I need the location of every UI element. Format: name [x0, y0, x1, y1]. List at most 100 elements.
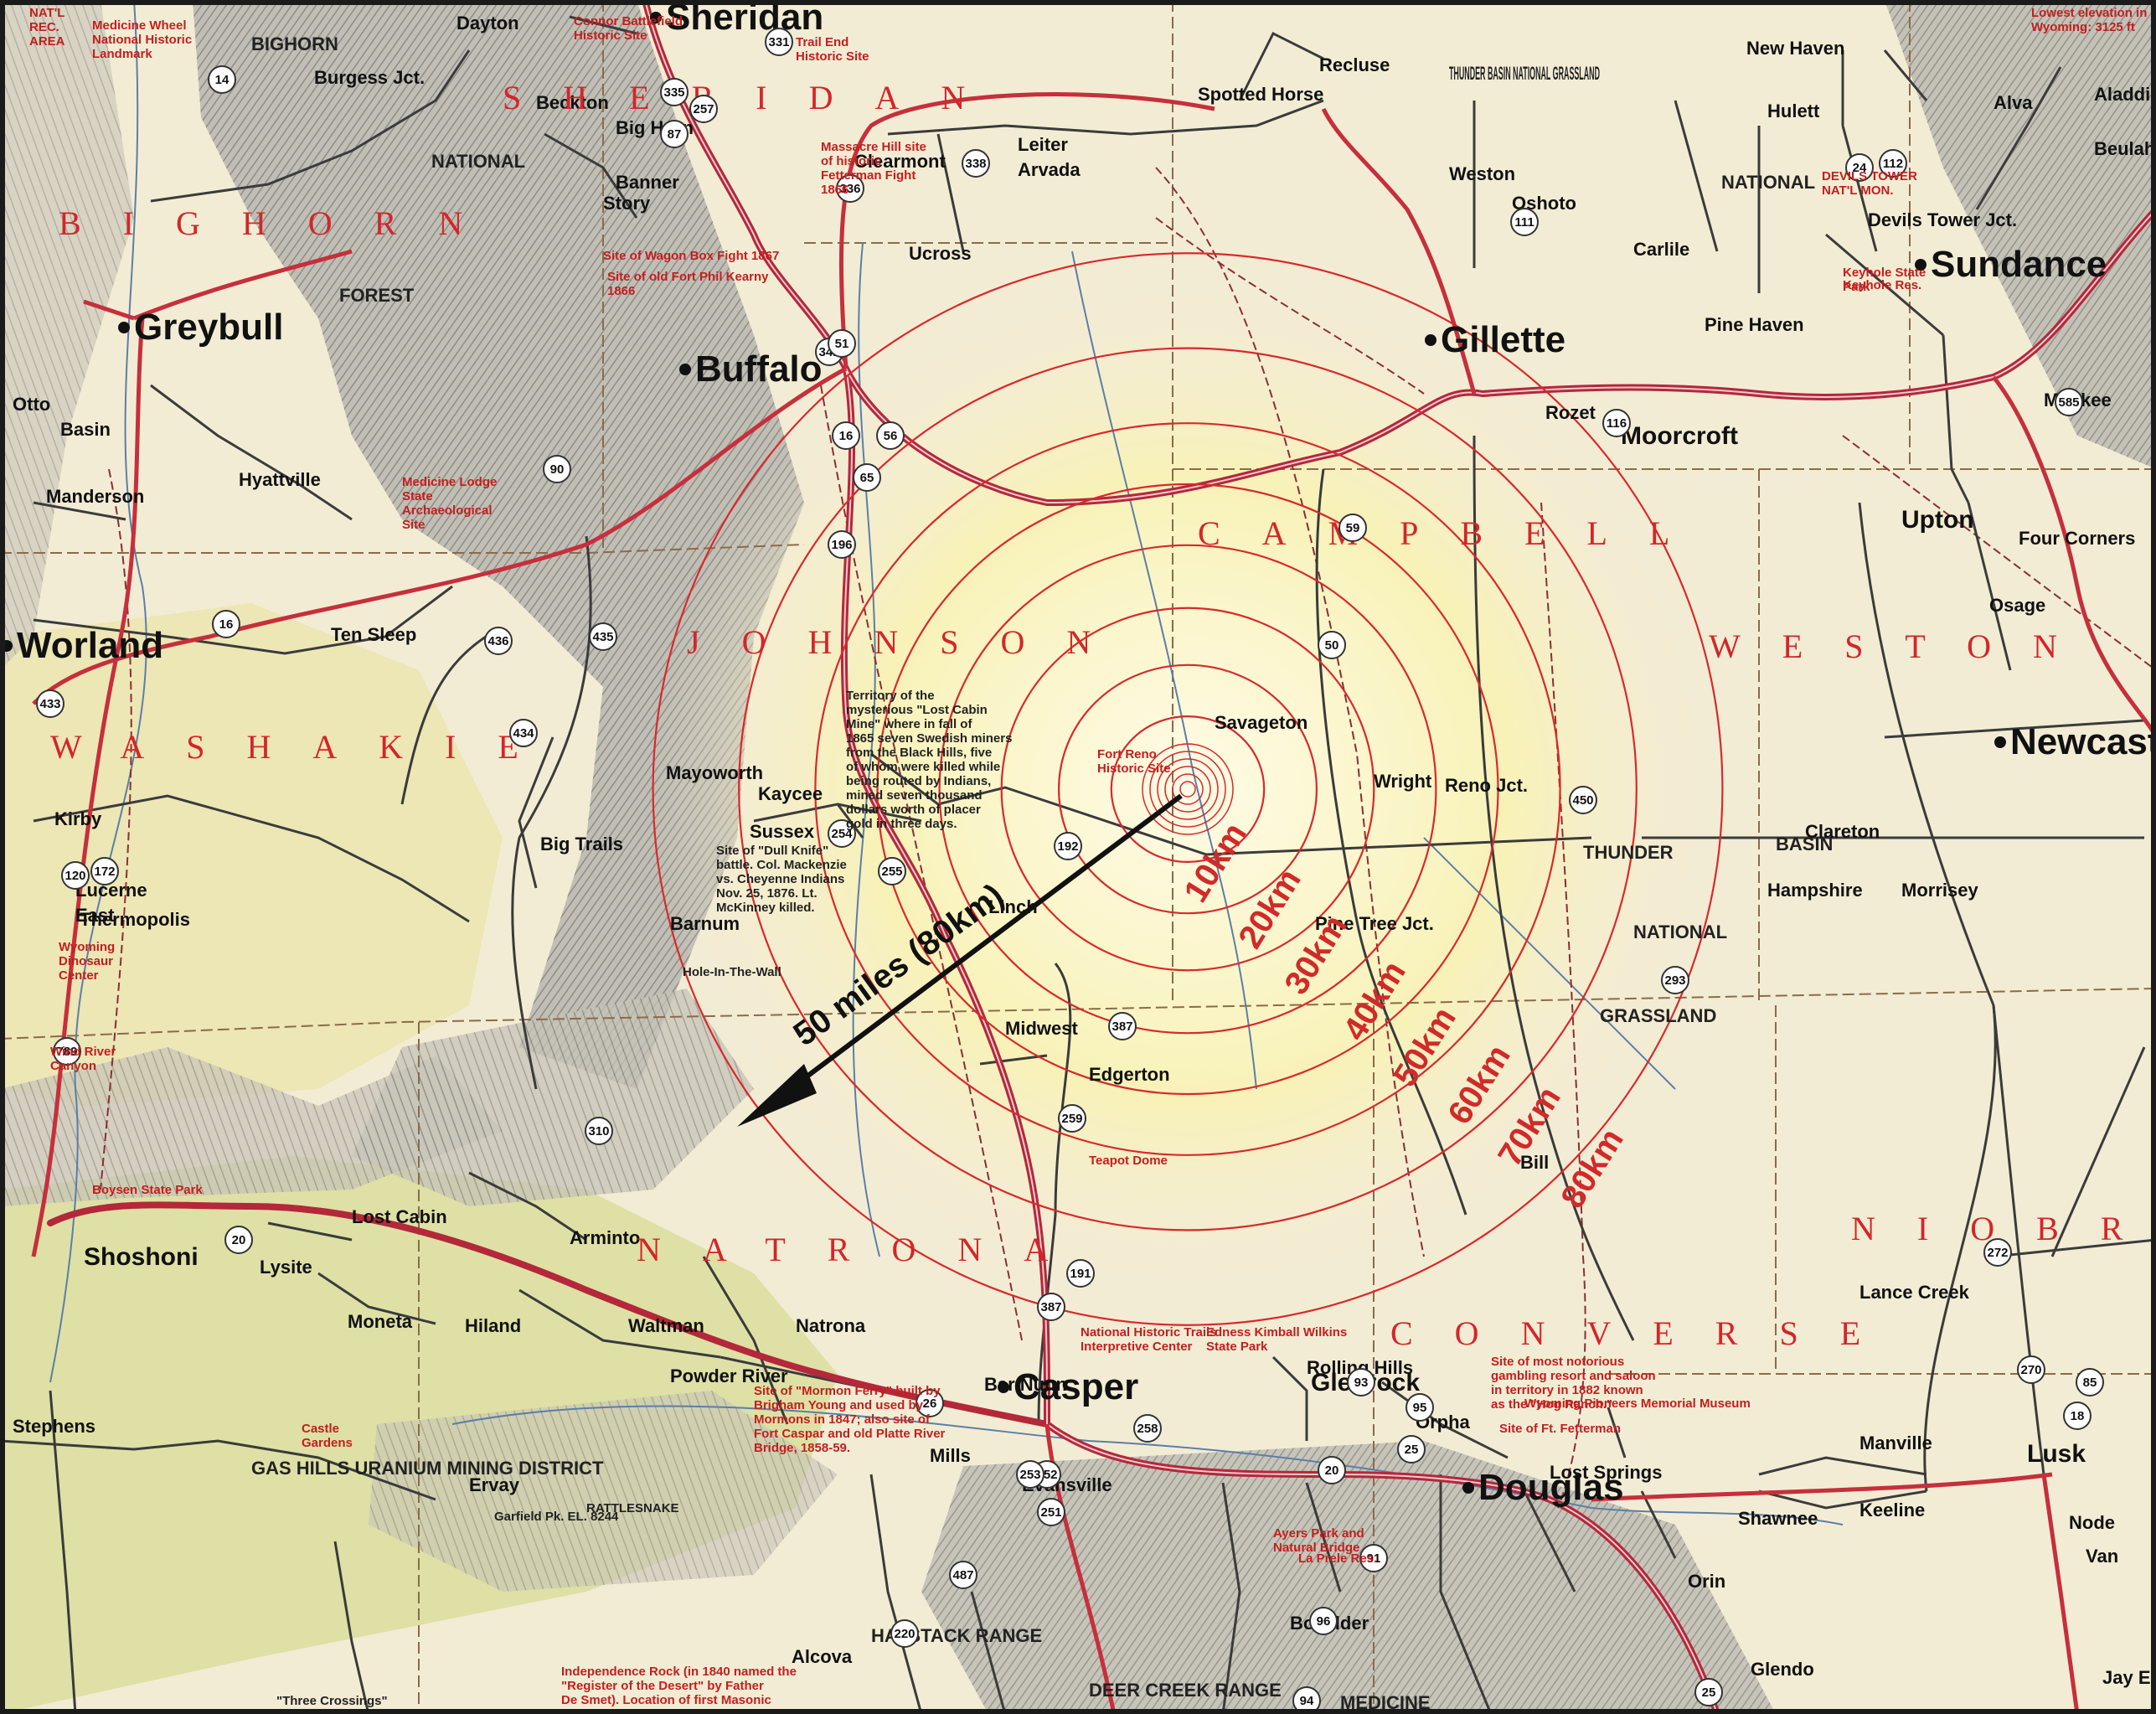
route-shield: 259: [1058, 1104, 1086, 1133]
city-label: Casper: [1014, 1366, 1138, 1407]
route-number: 94: [1300, 1694, 1314, 1708]
annotation-wagon-box: Site of Wagon Box Fight 1867: [603, 249, 779, 263]
town-label: Moneta: [348, 1311, 413, 1332]
town-label: Recluse: [1319, 54, 1390, 75]
town-label: Kirby: [54, 808, 102, 829]
route-number: 18: [2071, 1409, 2085, 1423]
route-shield: 91: [1359, 1544, 1388, 1572]
inner-ring: [1172, 773, 1204, 805]
route-number: 93: [1354, 1376, 1369, 1390]
route-shield: 487: [949, 1561, 977, 1589]
route-shield: 310: [585, 1117, 613, 1145]
route-shield: 90: [543, 455, 571, 483]
route-number: 87: [668, 127, 682, 142]
route-number: 293: [1664, 973, 1685, 988]
town-label: Barnum: [670, 913, 740, 934]
route-shield: 96: [1309, 1607, 1338, 1635]
route-number: 253: [1019, 1468, 1040, 1482]
county-label: NATRONA: [637, 1231, 1090, 1268]
annotation-hole-in-wall: Hole-In-The-Wall: [683, 965, 781, 979]
route-number: 435: [592, 630, 613, 644]
city-dot: [679, 364, 691, 375]
county-label: SHERIDAN: [503, 79, 1007, 116]
town-label: Sussex: [750, 821, 815, 842]
town-label: Keeline: [1859, 1500, 1925, 1520]
route-shield: 335: [660, 78, 689, 106]
town-label: Mills: [930, 1445, 971, 1466]
route-number: 259: [1061, 1112, 1082, 1126]
route-shield: 93: [1347, 1368, 1375, 1396]
radius-ring-3: [1000, 607, 1375, 972]
route-shield: 251: [1037, 1498, 1065, 1526]
town-label: Reno Jct.: [1445, 775, 1528, 796]
annotation-garfield: Garfield Pk. EL. 8244: [494, 1510, 619, 1524]
town-label: Lost Cabin: [352, 1206, 447, 1227]
city-label: Newcastle: [2010, 721, 2156, 762]
inner-ring: [1164, 766, 1211, 813]
town-label: Mayoworth: [666, 762, 763, 783]
route-number: 270: [2020, 1363, 2041, 1377]
town-label: Story: [603, 193, 651, 214]
route-shield: 85: [2076, 1368, 2104, 1396]
route-number: 196: [831, 538, 852, 552]
route-number: 59: [1346, 521, 1360, 535]
route-shield: 254: [828, 819, 856, 848]
radius-ring-8: [652, 252, 1724, 1326]
route-number: 255: [881, 865, 902, 879]
route-number: 335: [663, 85, 684, 100]
town-label: Kaycee: [758, 783, 823, 804]
county-label: WESTON: [1709, 627, 2099, 665]
inner-ring: [1149, 751, 1226, 828]
route-shield: 434: [509, 719, 538, 747]
route-number: 192: [1057, 839, 1078, 854]
region-label: THUNDER: [1583, 842, 1674, 863]
route-number: 90: [550, 462, 565, 477]
town-label: Wright: [1374, 771, 1432, 792]
town-label: Basin: [60, 419, 111, 440]
route-number: 120: [64, 869, 85, 883]
town-label: Otto: [13, 394, 50, 415]
town-label: Jay Em: [2102, 1667, 2156, 1688]
town-label: Beckton: [536, 92, 609, 113]
major-highways-center: [644, 0, 2156, 1714]
route-number: 14: [215, 73, 230, 87]
route-shield: 120: [61, 861, 90, 890]
town-label: Lance Creek: [1859, 1282, 1970, 1303]
route-shield: 51: [828, 329, 856, 358]
route-number: 25: [1702, 1686, 1716, 1700]
route-number: 65: [860, 471, 874, 485]
route-shield: 270: [2017, 1355, 2045, 1384]
route-shield: 65: [853, 463, 881, 492]
town-label: Hulett: [1767, 101, 1820, 121]
route-shield: 87: [660, 120, 689, 148]
route-shield: 24: [1845, 153, 1874, 182]
town-label: Alva: [1994, 92, 2033, 113]
county-label: BIGHORN: [59, 204, 504, 242]
secondary-roads: [0, 15, 2156, 1714]
center-highlight: [653, 268, 1725, 1307]
route-number: 95: [1413, 1401, 1427, 1415]
city-label: Sheridan: [666, 0, 823, 38]
route-shield: 59: [1338, 514, 1367, 542]
route-shield: 387: [1108, 1012, 1137, 1040]
town-label: Leiter: [1018, 134, 1068, 155]
town-label: Arvada: [1018, 159, 1081, 180]
route-number: 436: [487, 634, 508, 648]
town-label: Four Corners: [2019, 528, 2135, 549]
region-label: NATIONAL: [1721, 172, 1815, 193]
route-shield: 789: [53, 1037, 81, 1066]
town-label: Weston: [1449, 163, 1515, 184]
route-number: 16: [219, 617, 234, 632]
route-shield: 20: [224, 1226, 253, 1254]
town-label: Manderson: [46, 486, 144, 507]
town-label: East: [75, 905, 115, 926]
